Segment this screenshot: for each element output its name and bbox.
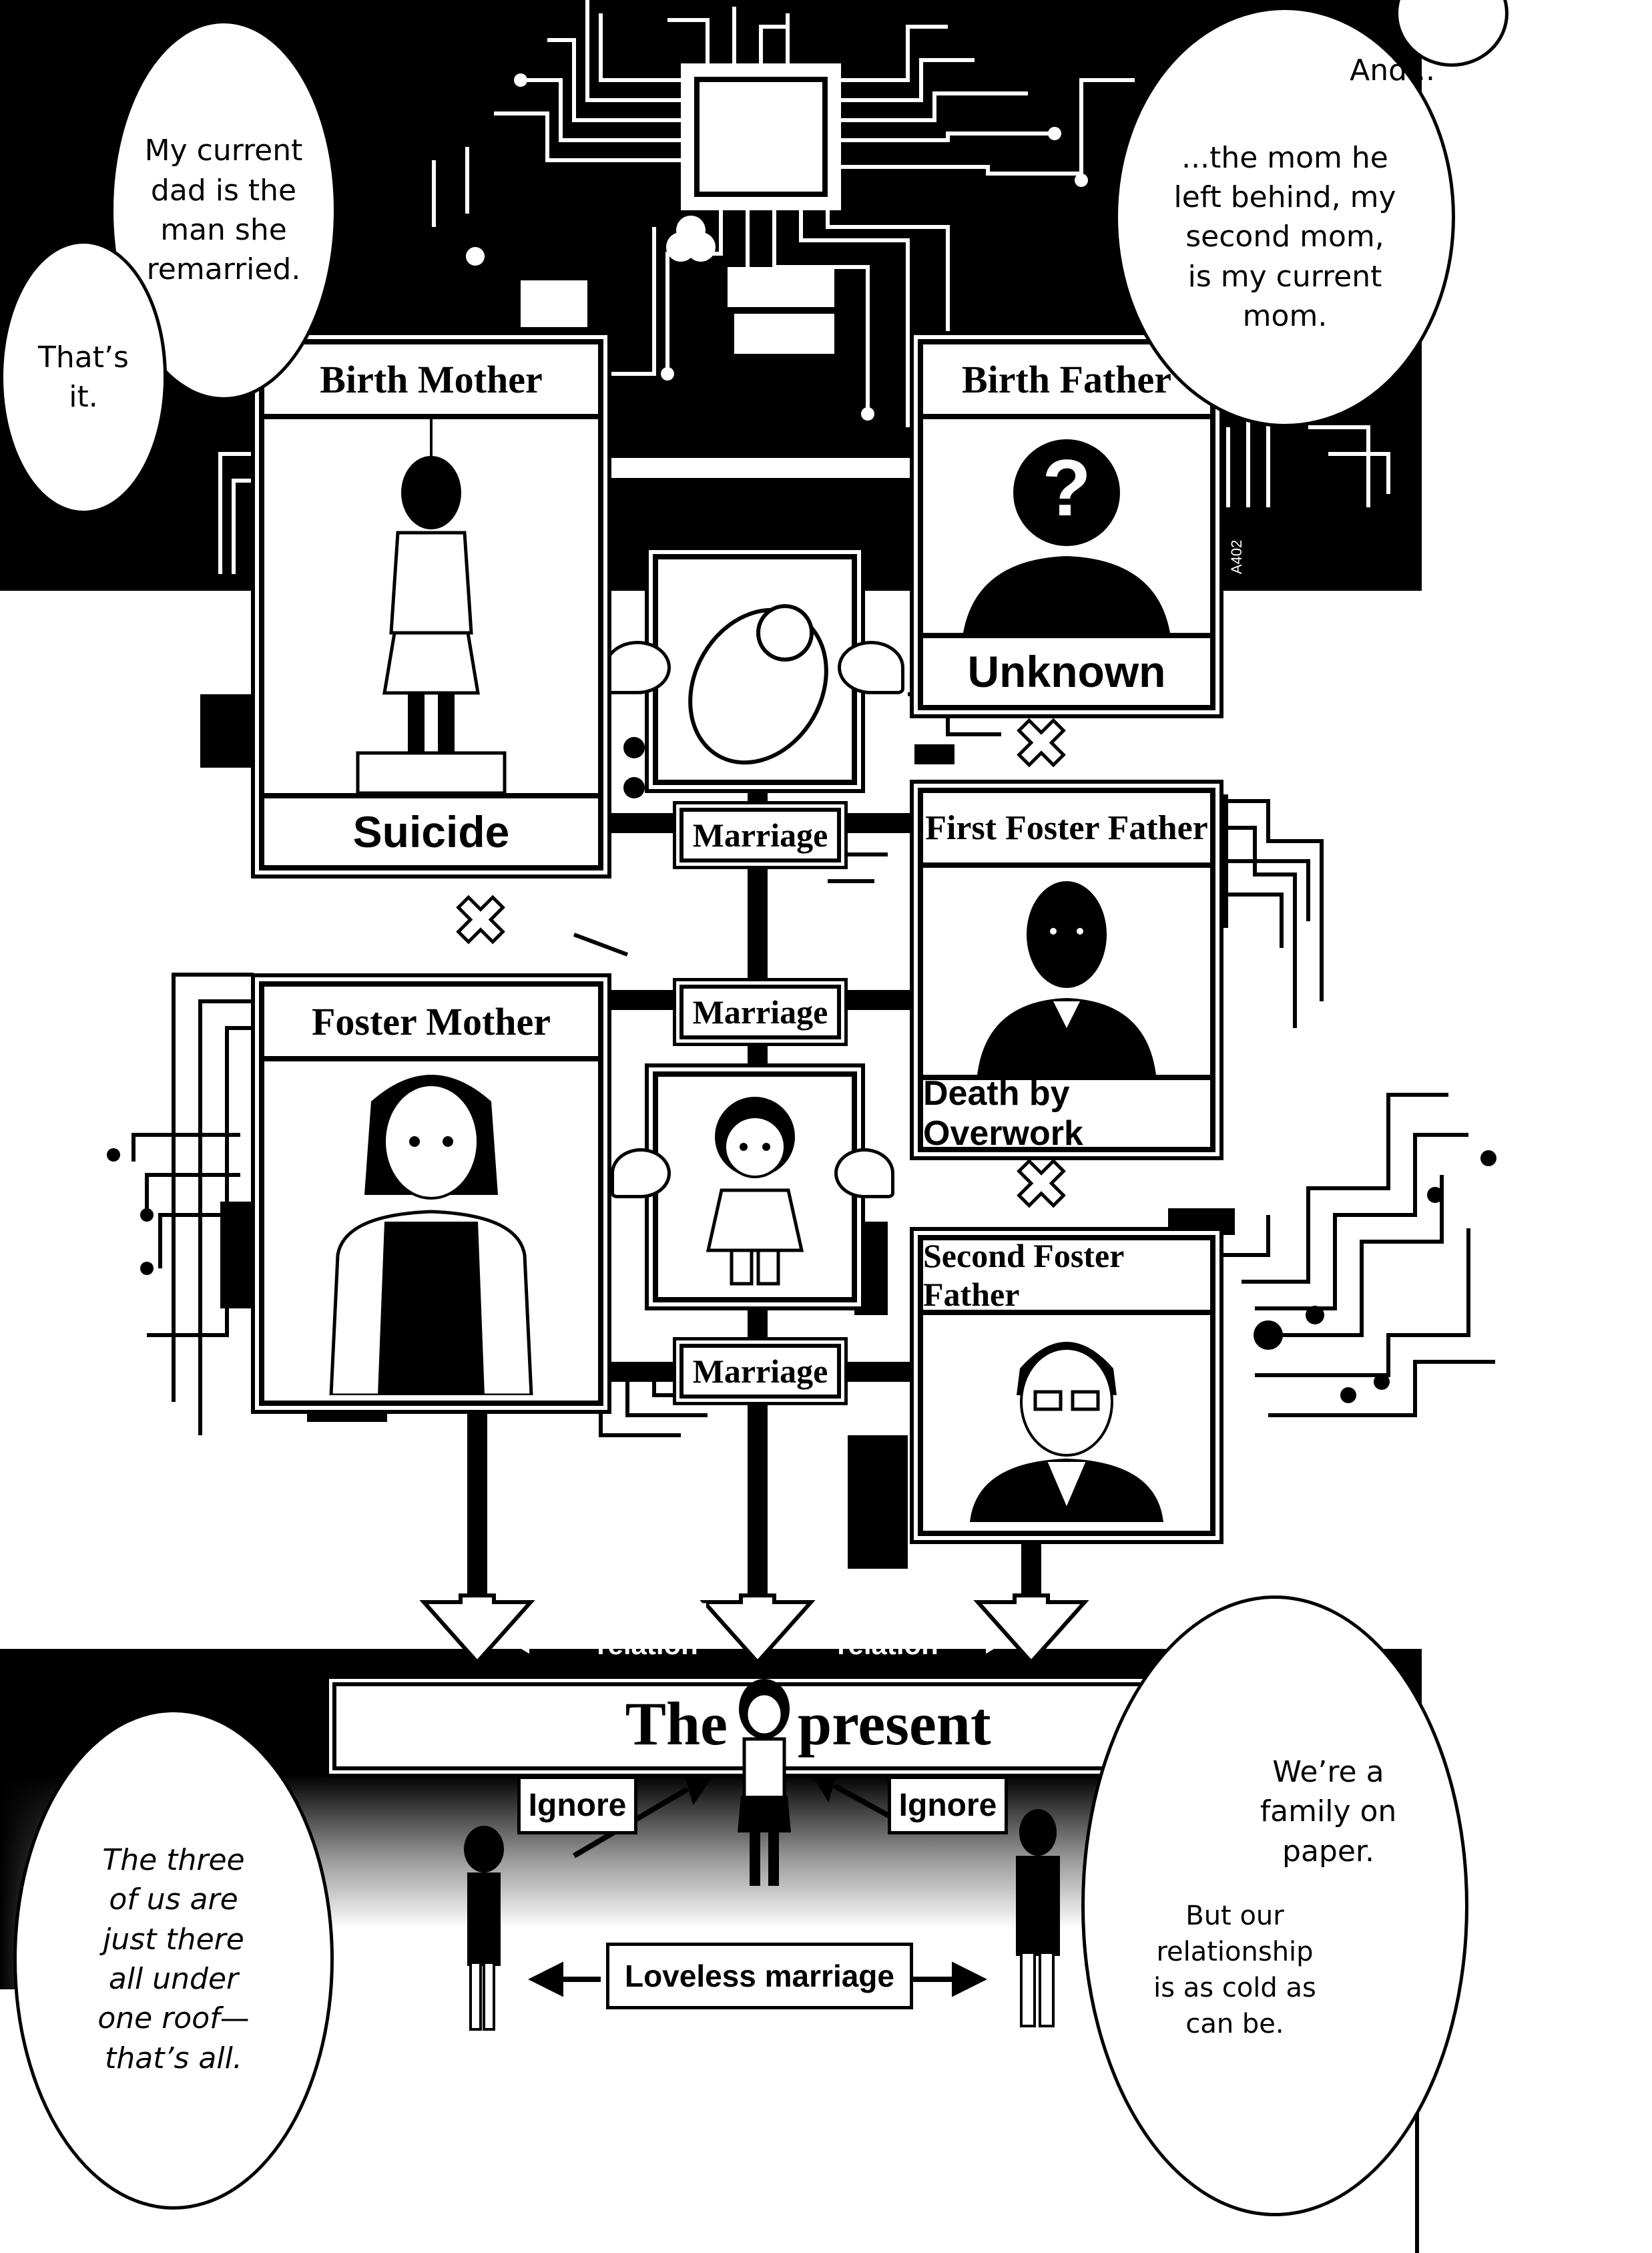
- cross-icon-foster-fathers: ✖: [1012, 1147, 1071, 1224]
- connector-mother-father-top: [601, 454, 929, 482]
- marriage-label-3: Marriage: [679, 1344, 841, 1399]
- ignore-label-right: Ignore: [888, 1776, 1008, 1834]
- connector-left-drop: [467, 1385, 487, 1599]
- birth-mother-title: Birth Mother: [264, 344, 598, 419]
- second-foster-father-illustration: [970, 1342, 1163, 1522]
- child-wing-left: [611, 1148, 671, 1198]
- bubble-top-right-and: And...: [1350, 53, 1435, 87]
- bubble-bottom-right-content: We’re a family on paper. But our relatio…: [1085, 1599, 1465, 2042]
- cross-icon-birth-parents: ✖: [1012, 706, 1071, 783]
- second-foster-father-card: Second Foster Father: [918, 1235, 1215, 1536]
- mother-side-figure: [464, 1826, 504, 2031]
- foster-mother-card: Foster Mother: [259, 981, 603, 1406]
- question-mark-icon: ?: [1042, 443, 1091, 533]
- birth-mother-status: Suicide: [264, 793, 598, 865]
- first-foster-father-title: First Foster Father: [923, 793, 1210, 868]
- baby-wing-left: [604, 641, 671, 694]
- present-word-left: The: [625, 1690, 728, 1758]
- baby-card: [653, 554, 857, 785]
- hanging-figure-icon: [356, 419, 507, 793]
- marriage-label-1: Marriage: [679, 808, 841, 862]
- bubble-bottom-right-bottom: But our relationship is as cold as can b…: [1153, 1901, 1316, 2040]
- baby-wing-right: [838, 641, 904, 694]
- unknown-silhouette-icon: [963, 439, 1170, 633]
- cross-icon-mother-split: ✖: [451, 883, 511, 960]
- foster-mother-illustration: [329, 1075, 533, 1395]
- bubble-bottom-left: The three of us are just there all under…: [13, 1709, 334, 2210]
- father-side-figure: [1016, 1809, 1060, 2027]
- baby-illustration: [688, 604, 828, 765]
- child-illustration: [706, 1097, 804, 1286]
- foster-mother-title: Foster Mother: [264, 987, 598, 1061]
- bubble-top-right: ...the mom he left behind, my second mom…: [1115, 7, 1455, 427]
- marriage-label-2: Marriage: [679, 985, 841, 1039]
- present-girl-figure: [738, 1679, 791, 1886]
- bubble-bottom-right-top: We’re a family on paper.: [1260, 1755, 1397, 1868]
- present-word-right: present: [798, 1690, 991, 1758]
- child-wing-right: [834, 1148, 894, 1198]
- first-foster-father-card: First Foster Father Death by Overwork: [918, 788, 1215, 1153]
- loveless-marriage-label: Loveless marriage: [606, 1943, 913, 2009]
- birth-father-status: Unknown: [923, 633, 1210, 705]
- no-blood-relation-left: No blood relation: [587, 1598, 708, 1661]
- bubble-bottom-right: We’re a family on paper. But our relatio…: [1081, 1595, 1468, 2216]
- second-foster-father-title: Second Foster Father: [923, 1237, 1210, 1315]
- birth-mother-card: Birth Mother Suicide: [259, 339, 603, 870]
- ignore-label-left: Ignore: [517, 1776, 637, 1834]
- first-foster-father-silhouette-icon: [977, 881, 1157, 1081]
- birth-father-card: Birth Father ? Unknown: [918, 339, 1215, 710]
- bubble-left-small: That’s it.: [0, 240, 167, 514]
- first-foster-father-status: Death by Overwork: [923, 1074, 1210, 1153]
- no-blood-relation-right: No blood relation: [827, 1598, 948, 1661]
